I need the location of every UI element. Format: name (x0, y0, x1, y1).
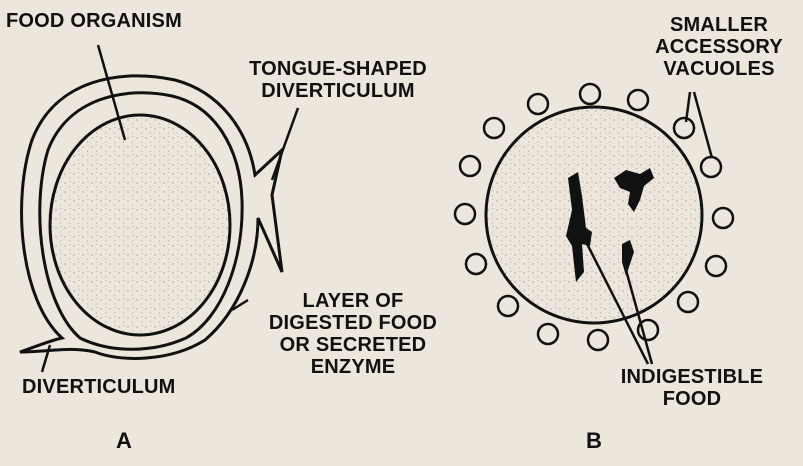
accessory-vacuole (498, 296, 518, 316)
label-line: SMALLER (636, 14, 802, 36)
accessory-vacuole (460, 156, 480, 176)
label-line: DIGESTED FOOD (246, 312, 460, 334)
label-diverticulum: DIVERTICULUM (22, 376, 176, 398)
label-tongue-diverticulum: TONGUE-SHAPED DIVERTICULUM (222, 58, 454, 102)
label-line: ENZYME (246, 356, 460, 378)
accessory-vacuole (701, 157, 721, 177)
panel-b-letter: B (586, 430, 602, 452)
panel-b-vacuole (455, 84, 733, 364)
leader-diverticulum (42, 345, 50, 372)
large-food-vacuole (486, 107, 702, 323)
panel-a-letter: A (116, 430, 132, 452)
accessory-vacuole (588, 330, 608, 350)
accessory-vacuole (713, 208, 733, 228)
accessory-vacuole (528, 94, 548, 114)
label-line: VACUOLES (636, 58, 802, 80)
label-line: FOOD (594, 388, 790, 410)
accessory-vacuole (628, 90, 648, 110)
label-line: LAYER OF (246, 290, 460, 312)
accessory-vacuole (455, 204, 475, 224)
label-line: ACCESSORY (636, 36, 802, 58)
accessory-vacuole (706, 256, 726, 276)
accessory-vacuole (538, 324, 558, 344)
label-food-organism: FOOD ORGANISM (6, 10, 182, 32)
label-layer-of-digested-food: LAYER OF DIGESTED FOOD OR SECRETED ENZYM… (246, 290, 460, 378)
label-line: INDIGESTIBLE (594, 366, 790, 388)
label-line: OR SECRETED (246, 334, 460, 356)
leader-tongue-diverticulum (272, 108, 298, 180)
food-organism-body (50, 115, 230, 335)
accessory-vacuole (580, 84, 600, 104)
leader-accessory-2 (694, 92, 712, 158)
accessory-vacuole (484, 118, 504, 138)
label-line: TONGUE-SHAPED (222, 58, 454, 80)
label-line: DIVERTICULUM (222, 80, 454, 102)
accessory-vacuole (466, 254, 486, 274)
accessory-vacuole (674, 118, 694, 138)
label-indigestible-food: INDIGESTIBLE FOOD (594, 366, 790, 410)
accessory-vacuole (678, 292, 698, 312)
label-accessory-vacuoles: SMALLER ACCESSORY VACUOLES (636, 14, 802, 80)
